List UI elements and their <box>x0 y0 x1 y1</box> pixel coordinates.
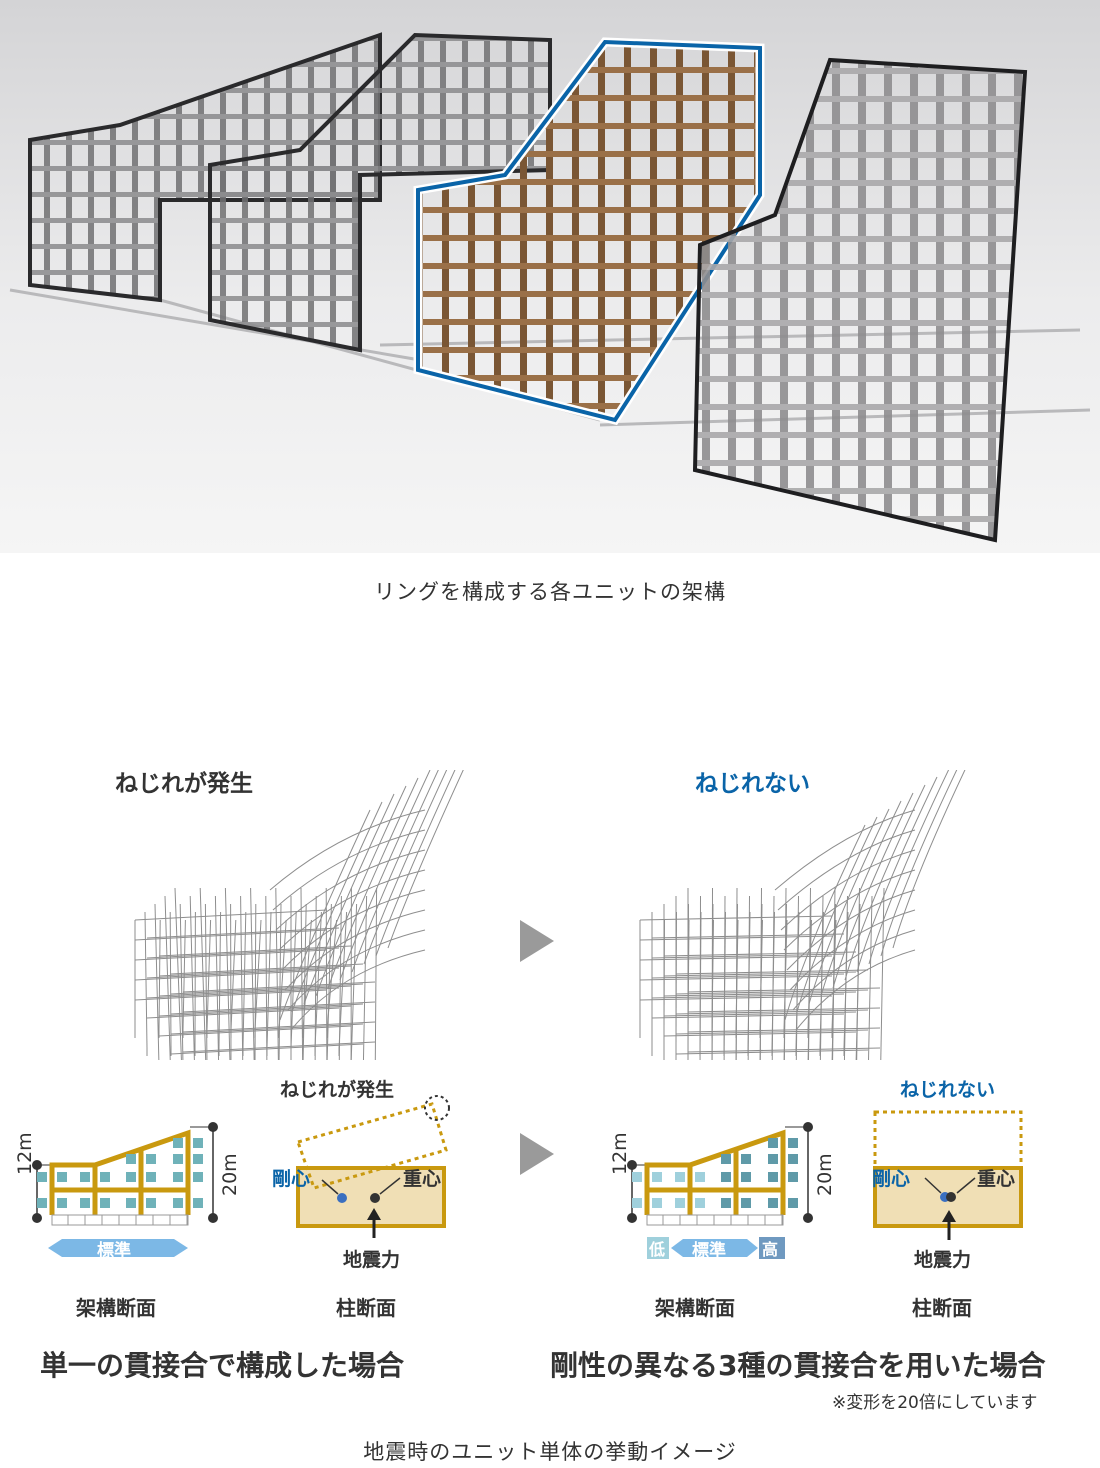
scale-note: ※変形を20倍にしています <box>832 1393 1038 1413</box>
left-column-plan <box>296 1095 450 1238</box>
right-rigidity-center: 剛心 <box>872 1168 911 1190</box>
right-plan-label: 柱断面 <box>912 1296 972 1320</box>
left-dim-high: 20m <box>219 1153 241 1196</box>
structure-render <box>0 0 1100 553</box>
right-deformed-wireframe <box>639 770 966 1060</box>
right-span-high: 高 <box>762 1240 779 1259</box>
left-deformed-wireframe <box>134 770 464 1060</box>
left-rigidity-center: 剛心 <box>272 1168 311 1190</box>
twist-marker-icon <box>424 1095 450 1121</box>
arrow-right-icon <box>520 920 554 962</box>
right-dim-low: 12m <box>609 1132 631 1175</box>
highlighted-unit <box>413 37 765 426</box>
left-title: ねじれが発生 <box>115 771 253 797</box>
right-case-title: 剛性の異なる3種の貫接合を用いた場合 <box>550 1349 1046 1382</box>
left-mass-center: 重心 <box>403 1168 442 1190</box>
right-plan-title: ねじれない <box>900 1079 996 1101</box>
structure-render-svg <box>0 0 1100 553</box>
right-span-label: 標準 <box>692 1241 726 1261</box>
right-mass-center: 重心 <box>977 1168 1016 1190</box>
left-plan-title: ねじれが発生 <box>280 1079 395 1101</box>
left-case-title: 単一の貫接合で構成した場合 <box>40 1349 405 1382</box>
left-frame-section <box>32 1122 218 1257</box>
left-seismic-force: 地震力 <box>343 1249 401 1271</box>
left-dim-low: 12m <box>14 1132 36 1175</box>
right-column-plan <box>873 1110 1023 1240</box>
unit-frame-4 <box>692 57 1028 543</box>
right-frame-section <box>627 1122 813 1259</box>
right-span-low: 低 <box>649 1240 666 1259</box>
figure-caption: 地震時のユニット単体の挙動イメージ <box>363 1440 737 1464</box>
left-section-label: 架構断面 <box>76 1296 156 1320</box>
right-seismic-force: 地震力 <box>914 1249 972 1271</box>
right-title: ねじれない <box>695 771 810 797</box>
left-plan-label: 柱断面 <box>336 1296 396 1320</box>
photo-caption: リングを構成する各ユニットの架構 <box>374 580 726 604</box>
arrow-right-icon <box>520 1133 554 1175</box>
right-section-label: 架構断面 <box>655 1296 735 1320</box>
left-span-label: 標準 <box>97 1241 131 1261</box>
right-dim-high: 20m <box>814 1153 836 1196</box>
